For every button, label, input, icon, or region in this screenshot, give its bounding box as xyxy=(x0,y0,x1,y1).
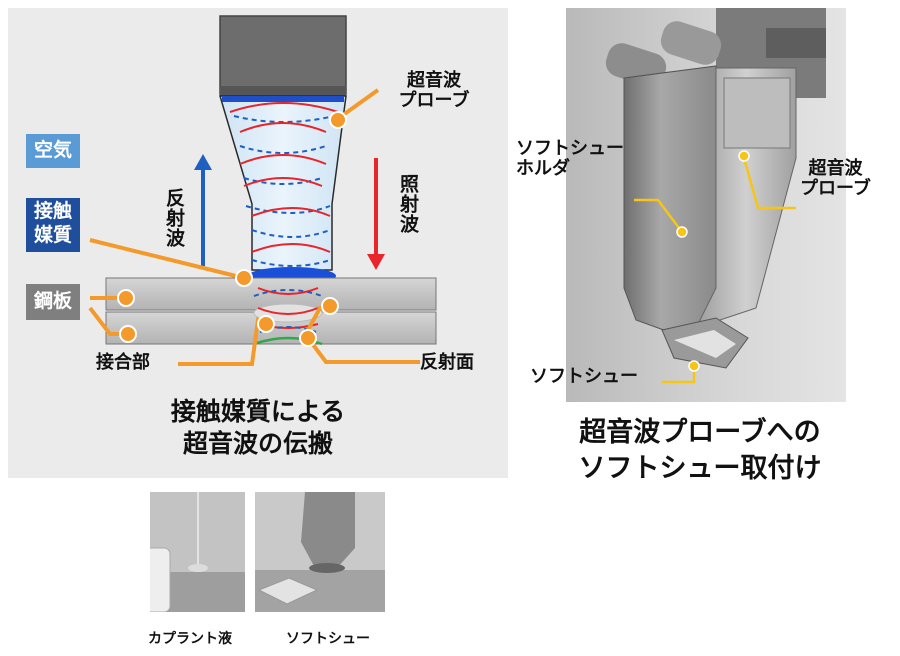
air-label: 空気 xyxy=(26,134,80,168)
ultrasonic-waves xyxy=(229,102,339,267)
couplant-label: 接触 媒質 xyxy=(26,198,80,252)
reflected-wave-label: 反射波 xyxy=(163,188,184,248)
steel-label: 鋼板 xyxy=(26,284,80,320)
reflected-arrow xyxy=(194,154,212,266)
diagram-graphic xyxy=(88,15,437,366)
photo-probe-label: 超音波 プローブ xyxy=(800,158,871,198)
holder-label: ソフトシュー ホルダ xyxy=(516,138,624,178)
probe-photo xyxy=(566,8,846,402)
incident-wave-label: 照射波 xyxy=(397,174,418,234)
probe-label: 超音波 プローブ xyxy=(398,70,470,110)
couplant-caption: カプラント液 xyxy=(148,630,232,646)
leader-lines xyxy=(88,88,420,366)
diagram-panel: 超音波 プローブ 空気 接触 媒質 鋼板 反射波 照射波 接合部 反射面 接触媒… xyxy=(8,8,508,478)
diagram-title: 接触媒質による 超音波の伝搬 xyxy=(170,398,346,458)
softshoe-caption: ソフトシュー xyxy=(286,630,370,646)
softshoe-photo xyxy=(255,492,385,612)
incident-arrow xyxy=(367,158,385,270)
photo-title: 超音波プローブへの ソフトシュー取付け xyxy=(578,417,822,483)
reflect-surface-label: 反射面 xyxy=(420,352,474,372)
joint-label: 接合部 xyxy=(96,352,150,372)
shoe-label: ソフトシュー xyxy=(530,366,638,386)
couplant-photo xyxy=(150,492,245,612)
probe-housing xyxy=(219,15,347,95)
